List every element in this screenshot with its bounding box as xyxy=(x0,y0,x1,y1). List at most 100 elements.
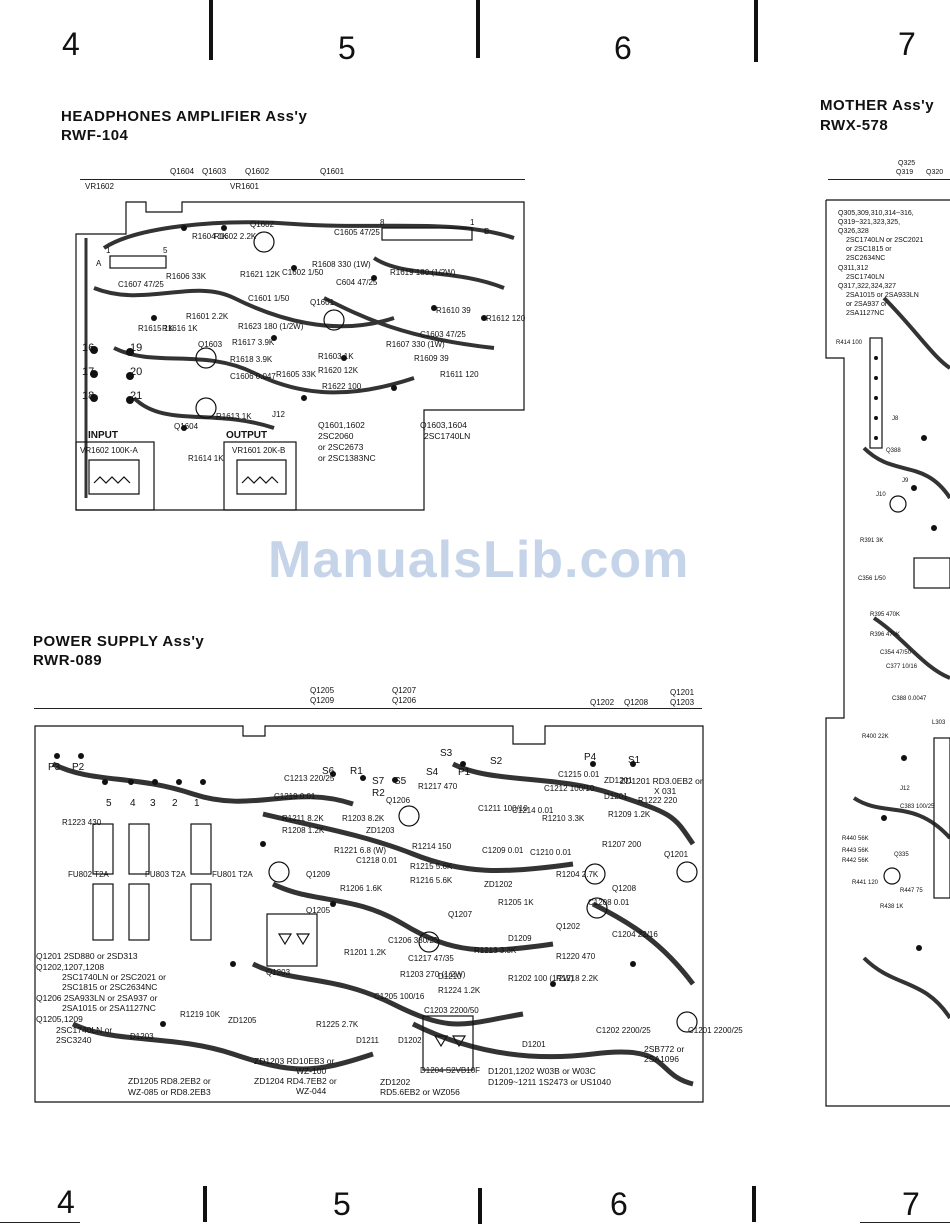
transistor-note: or 2SC2673 xyxy=(318,442,364,452)
column-divider xyxy=(478,1188,482,1224)
power-note: WZ-085 or RD8.2EB3 xyxy=(128,1087,211,1097)
component-label: Q335 xyxy=(894,852,909,858)
component-label: R1206 1.6K xyxy=(340,884,383,893)
terminal-label: S3 xyxy=(440,748,453,759)
headphones-pcb-diagram xyxy=(75,201,525,511)
component-label: R440 56K xyxy=(842,836,869,842)
pin-label: 3 xyxy=(150,798,156,809)
power-note: WZ-100 xyxy=(296,1066,327,1076)
component-label: J8 xyxy=(892,416,899,422)
component-label: R1623 180 (1/2W) xyxy=(238,322,304,331)
column-number: 6 xyxy=(610,1186,628,1222)
power-note: D1209~1211 1S2473 or US1040 xyxy=(488,1077,611,1087)
header-label: Q1203 xyxy=(670,698,695,707)
component-label: C1214 0.01 xyxy=(512,806,554,815)
component-label: C1211 100/10 xyxy=(478,804,528,813)
component-label: R395 470K xyxy=(870,612,901,618)
component-label: R1219 10K xyxy=(180,1010,221,1019)
power-note: X 031 xyxy=(654,786,677,796)
terminal-label: P2 xyxy=(72,762,85,773)
mother-note: 2SA1015 or 2SA933LN xyxy=(846,292,919,299)
header-label: Q1602 xyxy=(245,167,270,176)
component-label: R1223 430 xyxy=(62,818,102,827)
input-label: INPUT xyxy=(88,430,118,441)
component-label: R442 56K xyxy=(842,858,869,864)
pin-label: 1 xyxy=(194,798,200,809)
component-label: ZD1201 xyxy=(604,776,633,785)
component-label: R396 470K xyxy=(870,632,901,638)
transistor-note: Q1603,1604 xyxy=(420,420,467,430)
component-label: Q1205 xyxy=(306,906,331,915)
power-note: Q1206 2SA933LN or 2SA937 or xyxy=(36,993,158,1003)
power-note: 2SA1096 xyxy=(644,1054,679,1064)
component-label: C1204 22/16 xyxy=(612,930,658,939)
terminal-label: P3 xyxy=(48,762,61,773)
component-label: ZD1203 xyxy=(366,826,395,835)
transistor-note: Q1601,1602 xyxy=(318,420,365,430)
component-label: R438 1K xyxy=(880,904,904,910)
component-label: R1622 100 xyxy=(322,382,362,391)
column-divider xyxy=(476,0,480,58)
power-note: RD5.6EB2 or WZ056 xyxy=(380,1087,460,1097)
component-label: R447 75 xyxy=(900,888,923,894)
mother-title: MOTHER Ass'y xyxy=(820,97,935,114)
component-label: J9 xyxy=(902,478,909,484)
transistor-note: 2SC1740LN xyxy=(424,431,471,441)
component-label: Q1209 xyxy=(306,870,331,879)
terminal-label: S6 xyxy=(322,766,335,777)
component-label: C1219 0.01 xyxy=(274,792,316,801)
column-divider xyxy=(752,1186,756,1222)
header-label: Q1202 xyxy=(590,698,615,707)
mother-pcb-diagram xyxy=(825,199,950,1107)
power-note: WZ-044 xyxy=(296,1086,327,1096)
component-label: C356 1/50 xyxy=(858,576,886,582)
component-label: J10 xyxy=(876,492,886,498)
component-label: C1210 0.01 xyxy=(530,848,572,857)
column-number: 7 xyxy=(902,1186,920,1222)
mother-note: 2SA1127NC xyxy=(846,310,885,317)
power-note: 2SC1815 or 2SC2634NC xyxy=(62,982,158,992)
power-note: 2SA1015 or 2SA1127NC xyxy=(62,1003,156,1013)
header-label: Q1207 xyxy=(392,686,417,695)
pin-label: 17 xyxy=(82,366,95,378)
input-pot-label: VR1602 100K-A xyxy=(80,446,138,455)
component-label: ZD1202 xyxy=(484,880,513,889)
column-number: 5 xyxy=(338,30,356,66)
component-label: R1207 200 xyxy=(602,840,642,849)
component-label: R1215 5.6K xyxy=(410,862,453,871)
component-label: R1217 470 xyxy=(418,782,458,791)
header-label: Q1208 xyxy=(624,698,649,707)
header-label: Q1604 xyxy=(170,167,195,176)
mother-note: Q311,312 xyxy=(838,265,869,272)
component-label: R1602 2.2K xyxy=(214,232,257,241)
header-label: Q1603 xyxy=(202,167,227,176)
component-label: R1225 2.7K xyxy=(316,1020,359,1029)
connector-label: 5 xyxy=(163,246,168,255)
component-label: R400 22K xyxy=(862,734,889,740)
connector-label: A xyxy=(96,259,102,268)
component-label: R1202 100 (1/2W) xyxy=(508,974,574,983)
bottom-rule xyxy=(0,1222,80,1223)
component-label: ZD1205 xyxy=(228,1016,257,1025)
headphones-title: HEADPHONES AMPLIFIER Ass'y xyxy=(61,108,308,125)
pin-label: 20 xyxy=(130,366,143,378)
bottom-rule xyxy=(860,1222,950,1223)
header-label: Q1201 xyxy=(670,688,695,697)
component-label: R1218 2.2K xyxy=(556,974,599,983)
component-label: D1211 xyxy=(356,1036,379,1045)
component-label: C1201 2200/25 xyxy=(688,1026,743,1035)
terminal-label: R1 xyxy=(350,766,363,777)
header-label: Q1209 xyxy=(310,696,335,705)
component-label: R1222 220 xyxy=(638,796,678,805)
component-label: C1607 47/25 xyxy=(118,280,164,289)
header-label: VR1601 xyxy=(230,182,259,191)
pin-label: 5 xyxy=(106,798,112,809)
component-label: R1224 1.2K xyxy=(438,986,481,995)
power-note: D1201,1202 W03B or W03C xyxy=(488,1066,596,1076)
component-label: C1206 330/25 xyxy=(388,936,439,945)
power-part-number: RWR-089 xyxy=(33,652,103,669)
component-label: R1203 270 (1/2W) xyxy=(400,970,466,979)
pin-label: 21 xyxy=(130,390,143,402)
component-label: R1607 330 (1W) xyxy=(386,340,445,349)
component-label: C1208 0.01 xyxy=(588,898,630,907)
